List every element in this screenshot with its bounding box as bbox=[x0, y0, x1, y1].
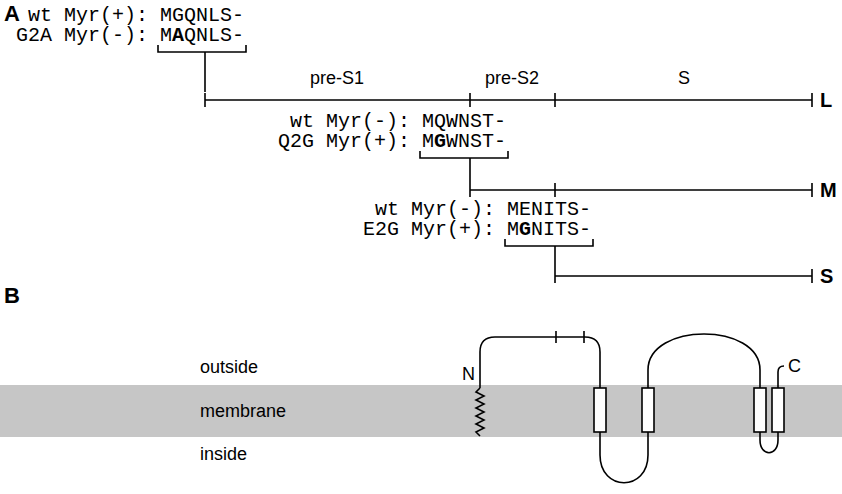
bracket bbox=[505, 239, 593, 269]
sequence-label: Q2G Myr(+): MGWNST- bbox=[278, 132, 506, 152]
m-protein-line bbox=[470, 183, 812, 197]
topology bbox=[476, 331, 784, 483]
side-label: outside bbox=[200, 357, 258, 377]
protein-maps bbox=[158, 45, 812, 283]
region-label: pre-S1 bbox=[310, 68, 364, 88]
sequence-label: wt Myr(-): MENITS- bbox=[375, 200, 591, 220]
region-label: S bbox=[678, 68, 690, 88]
protein-label: M bbox=[820, 179, 837, 201]
l-protein-line bbox=[205, 93, 812, 107]
transmembrane-segment bbox=[754, 388, 766, 432]
sequence-label: wt Myr(+): MGQNLS- bbox=[28, 6, 244, 26]
c-terminal-chain bbox=[778, 366, 784, 388]
terminus-label: N bbox=[462, 364, 475, 384]
transmembrane-segment bbox=[642, 388, 654, 432]
membrane-band-node: membrane bbox=[0, 385, 842, 437]
sequence-label: G2A Myr(-): MAQNLS- bbox=[16, 26, 244, 46]
panel-letter: A bbox=[4, 2, 20, 26]
transmembrane-segment bbox=[594, 388, 606, 432]
domain-tick bbox=[556, 331, 584, 343]
protein-label: L bbox=[820, 89, 832, 111]
side-label: inside bbox=[200, 444, 247, 464]
myristoyl-anchor bbox=[476, 388, 484, 436]
membrane-band bbox=[0, 385, 842, 437]
transmembrane-segment bbox=[772, 388, 784, 432]
region-label: pre-S2 bbox=[485, 68, 539, 88]
bracket bbox=[158, 45, 246, 92]
protein-label: S bbox=[820, 265, 833, 287]
inner-loop bbox=[760, 432, 778, 453]
terminus-label: C bbox=[788, 356, 801, 376]
bracket bbox=[420, 151, 508, 183]
outer-chain bbox=[480, 337, 600, 388]
inner-loop bbox=[600, 432, 648, 483]
sequence-label: wt Myr(-): MQWNST- bbox=[290, 112, 506, 132]
band-label: membrane bbox=[200, 401, 286, 422]
s-protein-line bbox=[555, 269, 812, 283]
sequence-label: E2G Myr(+): MGNITS- bbox=[363, 220, 591, 240]
panel-letter: B bbox=[4, 284, 20, 308]
outer-loop bbox=[648, 334, 760, 388]
